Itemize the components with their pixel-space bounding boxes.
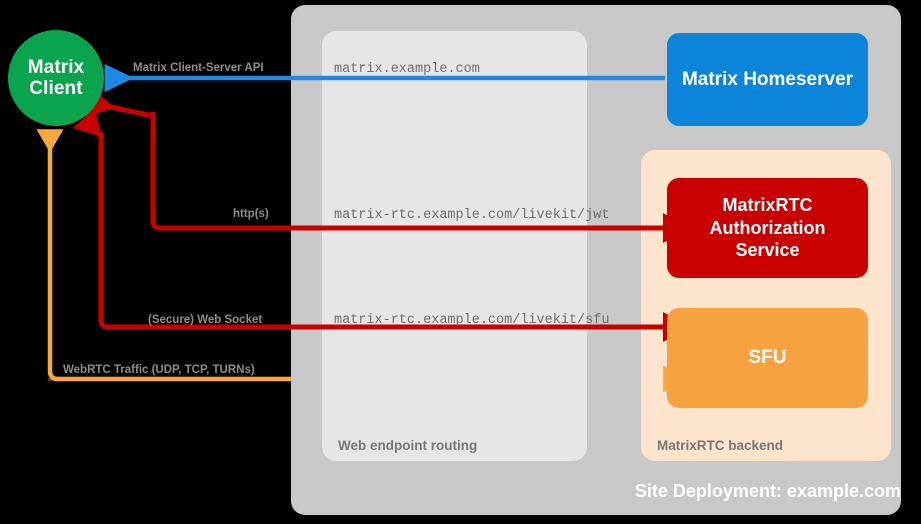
node-matrix-homeserver[interactable]: Matrix Homeserver xyxy=(667,33,868,126)
matrix-client-label-line1: Matrix xyxy=(27,56,85,78)
node-matrixrtc-authorization-service[interactable]: MatrixRTC Authorization Service xyxy=(667,178,868,278)
node-matrix-client[interactable]: Matrix Client xyxy=(8,30,104,126)
node-sfu[interactable]: SFU xyxy=(667,308,868,408)
auth-service-label-line2: Authorization xyxy=(709,217,826,238)
endpoint-url-sfu: matrix-rtc.example.com/livekit/sfu xyxy=(334,313,610,328)
sfu-label: SFU xyxy=(748,347,787,368)
auth-service-label: MatrixRTC Authorization Service xyxy=(710,194,826,262)
edge-label-web-socket: (Secure) Web Socket xyxy=(148,314,263,326)
matrix-client-label: Matrix Client xyxy=(28,57,85,100)
endpoint-url-matrix: matrix.example.com xyxy=(334,62,480,77)
matrix-client-label-line2: Client xyxy=(29,78,83,99)
endpoint-url-jwt: matrix-rtc.example.com/livekit/jwt xyxy=(334,208,610,223)
edge-label-https: http(s) xyxy=(233,208,269,220)
auth-service-label-line3: Service xyxy=(735,240,800,261)
edge-label-client-server-api: Matrix Client-Server API xyxy=(133,62,264,74)
matrix-homeserver-label: Matrix Homeserver xyxy=(681,68,854,90)
site-deployment-caption: Site Deployment: example.com xyxy=(634,481,901,501)
auth-service-label-line1: MatrixRTC xyxy=(722,195,813,216)
web-endpoint-routing-caption: Web endpoint routing xyxy=(338,438,478,453)
matrixrtc-backend-caption: MatrixRTC backend xyxy=(657,438,784,453)
web-endpoint-routing-container xyxy=(322,31,587,461)
edge-label-webrtc-traffic: WebRTC Traffic (UDP, TCP, TURNs) xyxy=(63,364,255,376)
